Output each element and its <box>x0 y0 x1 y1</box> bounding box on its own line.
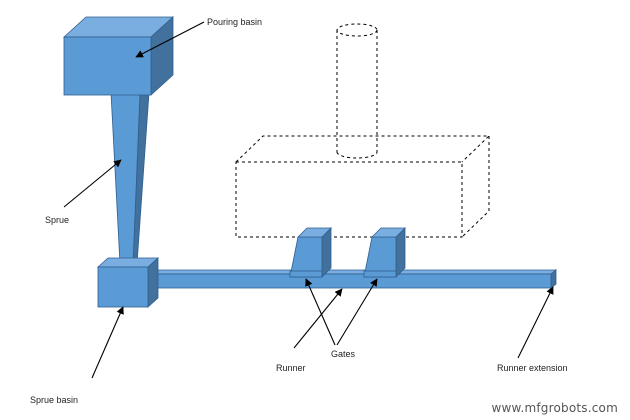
pattern-cylinder-bottom <box>336 151 378 159</box>
pattern-box-top <box>235 135 491 163</box>
pattern-box-side <box>461 136 490 238</box>
pattern-cylinder-top <box>336 23 378 37</box>
arrow-gate-right <box>336 278 378 346</box>
leader-arrows <box>63 21 554 379</box>
arrow-sprue-basin <box>91 306 124 379</box>
label-gates: Gates <box>331 349 356 359</box>
gate-left-shape <box>289 227 332 278</box>
arrow-runner <box>293 288 343 349</box>
label-runner-extension: Runner extension <box>497 363 568 373</box>
pattern-box-front <box>235 161 463 238</box>
casting-pattern-outline <box>235 23 491 238</box>
label-sprue: Sprue <box>45 215 70 225</box>
label-runner: Runner <box>276 363 306 373</box>
label-sprue-basin: Sprue basin <box>30 395 79 405</box>
arrow-gate-left <box>305 278 336 346</box>
sprue-basin-shape <box>96 257 160 308</box>
label-pouring-basin: Pouring basin <box>207 17 263 27</box>
watermark-text: www.mfgrobots.com <box>491 401 618 415</box>
sprue-shape <box>110 92 150 265</box>
arrow-runner-extension <box>517 286 554 359</box>
runner-shape <box>146 269 558 289</box>
arrow-sprue <box>63 159 122 208</box>
pouring-basin-shape <box>62 16 175 96</box>
gate-right-shape <box>363 227 406 278</box>
arrow-pouring-basin <box>135 21 205 58</box>
